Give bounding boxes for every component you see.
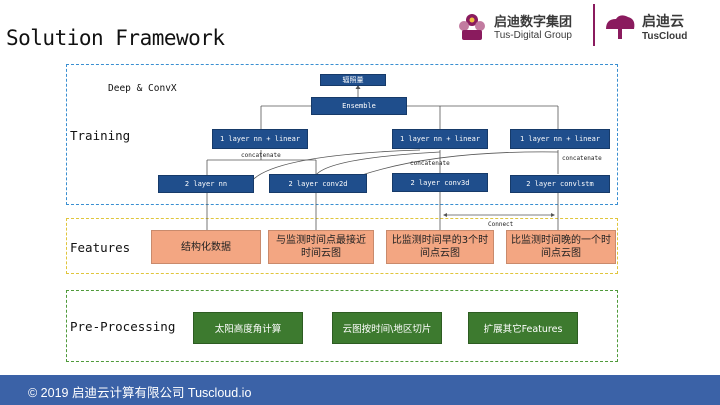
preprocess-solar-altitude: 太阳高度角计算 — [193, 312, 303, 344]
concat-label-1: concatenate — [241, 152, 281, 159]
conv3d-node: 2 layer conv3d — [392, 173, 488, 192]
tus-digital-sub: Tus-Digital Group — [494, 30, 572, 41]
footer-bar — [0, 375, 720, 405]
tus-digital-name: 启迪数字集团 — [494, 15, 573, 30]
tuscloud-name: 启迪云 — [642, 14, 684, 30]
convlstm-node: 2 layer convlstm — [510, 175, 610, 193]
training-label: Training — [70, 128, 131, 143]
concat-label-2: concatenate — [410, 160, 450, 167]
feature-earlier-cloud-images: 比监测时间早的3个时间点云图 — [386, 230, 494, 264]
connect-label: Connect — [488, 221, 514, 228]
footer-copyright: © 2019 启迪云计算有限公司 Tuscloud.io — [28, 386, 252, 400]
preprocessing-section — [66, 290, 618, 362]
feature-closest-cloud-image: 与监测时间点最接近时间云图 — [268, 230, 374, 264]
preprocess-cloud-slicing: 云图按时间\地区切片 — [332, 312, 442, 344]
tus-digital-logo-icon — [459, 14, 485, 40]
head2-node: 1 layer nn + linear — [392, 129, 488, 149]
features-section — [66, 218, 618, 274]
logo-divider — [593, 4, 595, 46]
feature-structured-data: 结构化数据 — [151, 230, 261, 264]
page-title: Solution Framework — [6, 26, 225, 50]
features-label: Features — [70, 240, 131, 255]
preprocess-extend-features: 扩展其它Features — [468, 312, 578, 344]
model-name: Deep & ConvX — [108, 83, 177, 94]
nn2-node: 2 layer nn — [158, 175, 254, 193]
training-section — [66, 64, 618, 205]
conv2d-node: 2 layer conv2d — [269, 174, 367, 193]
ensemble-node: Ensemble — [311, 97, 407, 115]
feature-later-cloud-image: 比监测时间晚的一个时间点云图 — [506, 230, 616, 264]
tuscloud-logo-icon — [606, 15, 635, 39]
head3-node: 1 layer nn + linear — [510, 129, 610, 149]
output-node: 辐照量 — [320, 74, 386, 86]
tuscloud-sub: TusCloud — [642, 31, 688, 42]
concat-label-3: concatenate — [562, 155, 602, 162]
logo-area: 启迪数字集团 Tus-Digital Group 启迪云 TusCloud — [454, 3, 720, 49]
preprocessing-label: Pre-Processing — [70, 319, 176, 334]
head1-node: 1 layer nn + linear — [212, 129, 308, 149]
